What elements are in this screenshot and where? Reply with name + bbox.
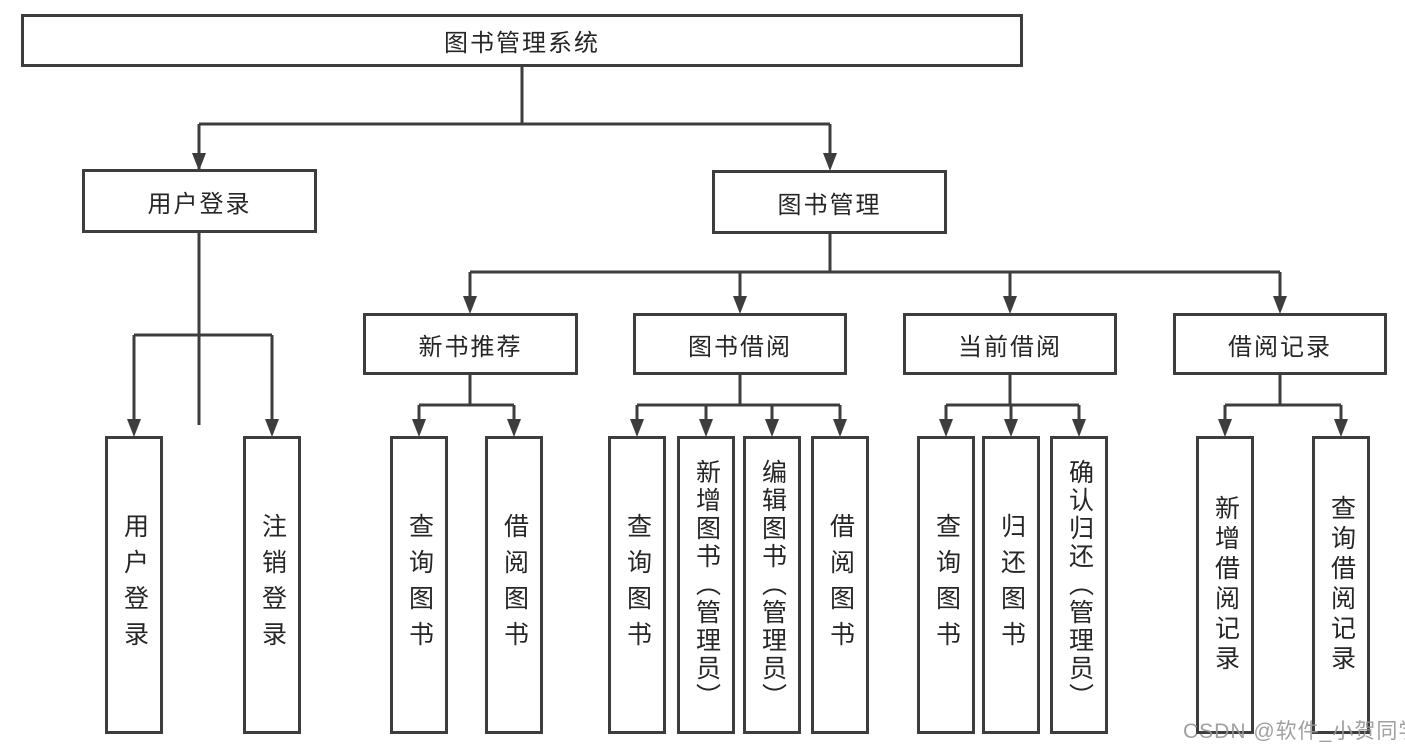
leaf-records-add-record: 新增借阅记录	[1196, 436, 1254, 734]
arrow-book-borrow	[733, 296, 747, 314]
node-new-book-recommend: 新书推荐	[363, 313, 578, 375]
arrow-new-books	[463, 296, 477, 314]
node-borrowing-records: 借阅记录	[1173, 313, 1387, 375]
leaf-borrowing-borrow-books: 借阅图书	[811, 436, 869, 734]
csdn-watermark: CSDN @软件_小贺同学	[1183, 720, 1405, 743]
leaf-newbook-query-books: 查询图书	[390, 436, 448, 734]
leaf-current-confirm-return-admin: 确认归还（管理员）	[1050, 436, 1108, 734]
node-current-borrowing: 当前借阅	[903, 313, 1117, 375]
wire-borrow-records	[1223, 375, 1343, 428]
arrow-leaf-bb-edit	[765, 419, 779, 437]
arrow-leaf-cb-confirm	[1072, 419, 1086, 437]
wire-book-mgmt	[468, 234, 1282, 305]
arrow-leaf-br-add	[1218, 419, 1232, 437]
leaf-borrowing-add-books-admin: 新增图书（管理员）	[677, 436, 735, 734]
arrow-leaf-br-query	[1334, 419, 1348, 437]
arrow-leaf-user-login	[127, 419, 141, 437]
leaf-logout: 注销登录	[243, 436, 301, 734]
leaf-borrowing-edit-books-admin: 编辑图书（管理员）	[743, 436, 801, 734]
node-user-login: 用户登录	[82, 169, 317, 233]
node-book-borrowing: 图书借阅	[633, 313, 847, 375]
wire-user-login	[132, 233, 274, 428]
arrow-leaf-logout	[265, 419, 279, 437]
leaf-borrowing-query-books: 查询图书	[608, 436, 666, 734]
arrowheads	[127, 153, 1348, 437]
wire-new-books	[417, 375, 516, 428]
node-library-system: 图书管理系统	[21, 14, 1023, 67]
arrow-borrow-records	[1273, 296, 1287, 314]
arrow-leaf-cb-query	[939, 419, 953, 437]
leaf-current-return-books: 归还图书	[982, 436, 1040, 734]
arrow-leaf-bb-add	[699, 419, 713, 437]
wire-root	[197, 67, 832, 425]
leaf-records-query-record: 查询借阅记录	[1312, 436, 1370, 734]
arrow-leaf-bb-query	[630, 419, 644, 437]
arrow-current-borrow	[1003, 296, 1017, 314]
wire-current-borrow	[944, 375, 1081, 428]
node-book-management: 图书管理	[712, 170, 947, 234]
arrow-user-login	[192, 153, 206, 171]
wire-book-borrow	[635, 375, 842, 428]
arrow-leaf-nb-query	[412, 419, 426, 437]
arrow-book-mgmt	[823, 153, 837, 171]
leaf-newbook-borrow-books: 借阅图书	[485, 436, 543, 734]
leaf-current-query-books: 查询图书	[917, 436, 975, 734]
leaf-user-login: 用户登录	[105, 436, 163, 734]
arrow-leaf-bb-borrow	[833, 419, 847, 437]
arrow-leaf-nb-borrow	[507, 419, 521, 437]
arrow-leaf-cb-return	[1004, 419, 1018, 437]
